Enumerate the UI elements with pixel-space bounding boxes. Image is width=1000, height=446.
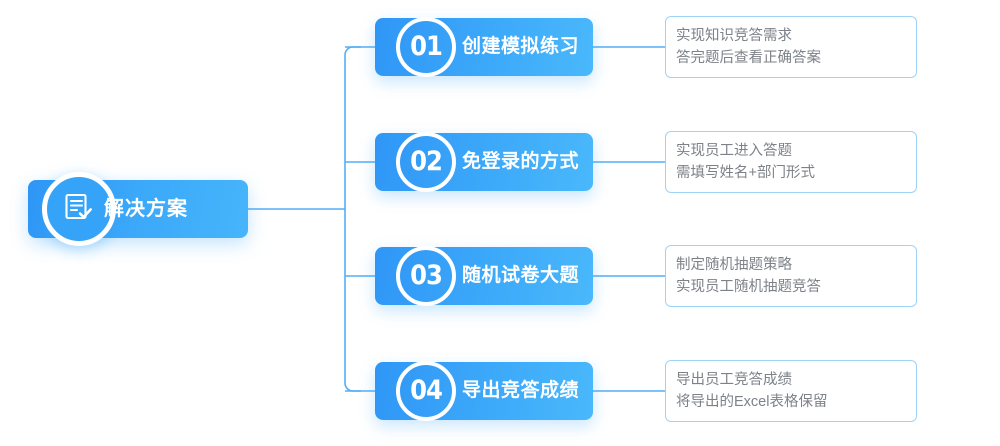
step-number-circle-2 <box>396 132 456 192</box>
step-desc-text-4: 导出员工竞答成绩 将导出的Excel表格保留 <box>676 369 914 413</box>
step-number-circle-1 <box>396 17 456 77</box>
step-desc-box-1 <box>665 16 917 78</box>
step-desc-text-2: 实现员工进入答题 需填写姓名+部门形式 <box>676 140 914 184</box>
connector-trunk <box>344 46 361 392</box>
step-desc-box-4 <box>665 360 917 422</box>
step-desc-box-3 <box>665 245 917 307</box>
step-desc-line-4b: 将导出的Excel表格保留 <box>676 394 828 410</box>
step-desc-line-2a: 实现员工进入答题 <box>676 143 792 159</box>
step-desc-box-2 <box>665 131 917 193</box>
step-title-4: 导出竞答成绩 <box>462 380 580 401</box>
step-desc-line-3b: 实现员工随机抽题竞答 <box>676 279 821 295</box>
step-number-circle-4 <box>396 361 456 421</box>
step-title-3: 随机试卷大题 <box>462 265 580 286</box>
step-number-1: 01 <box>410 31 443 62</box>
step-number-circle-3 <box>396 246 456 306</box>
step-desc-line-1a: 实现知识竞答需求 <box>676 28 792 44</box>
document-check-icon <box>65 193 92 220</box>
step-title-1: 创建模拟练习 <box>462 36 580 57</box>
step-desc-line-2b: 需填写姓名+部门形式 <box>676 165 815 181</box>
step-desc-line-1b: 答完题后查看正确答案 <box>676 50 821 66</box>
step-desc-text-3: 制定随机抽题策略 实现员工随机抽题竞答 <box>676 254 914 298</box>
step-desc-line-3a: 制定随机抽题策略 <box>676 257 792 273</box>
root-node-icon-circle <box>42 172 116 246</box>
step-desc-text-1: 实现知识竞答需求 答完题后查看正确答案 <box>676 25 914 69</box>
step-title-2: 免登录的方式 <box>462 151 580 172</box>
step-number-2: 02 <box>410 146 443 177</box>
step-desc-line-4a: 导出员工竞答成绩 <box>676 372 792 388</box>
step-number-3: 03 <box>410 260 443 291</box>
root-node-label: 解决方案 <box>104 198 188 220</box>
step-number-4: 04 <box>410 375 443 406</box>
